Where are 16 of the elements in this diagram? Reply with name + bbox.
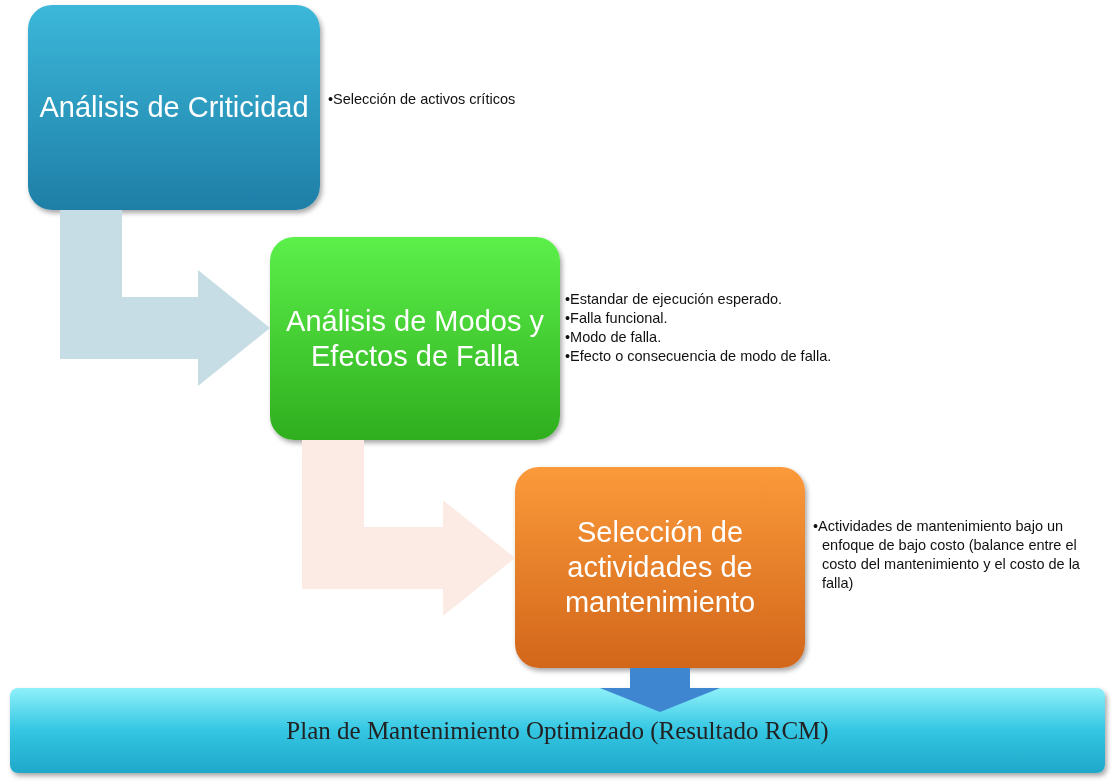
step-title: Análisis de Modos y Efectos de Falla — [285, 303, 545, 374]
process-box — [270, 237, 560, 440]
bullet-note: •Falla funcional. — [565, 308, 669, 328]
process-box — [28, 5, 320, 210]
bullet-note: •Efecto o consecuencia de modo de falla. — [565, 346, 833, 366]
bullet-note: •Actividades de mantenimiento bajo un enfoque de bajo costo (balance entre el costo del mantenimiento y el costo de la falla) — [813, 517, 1081, 593]
banner-title: Plan de Mantenimiento Optimizado (Resultado RCM) — [285, 715, 830, 746]
result-banner — [10, 688, 1105, 773]
step-title: Selección de actividades de mantenimiento — [563, 515, 757, 620]
bullet-note: •Estandar de ejecución esperado. — [565, 290, 784, 309]
bullet-note: •Modo de falla. — [565, 327, 663, 347]
bent-arrow — [302, 440, 515, 616]
step-title: Análisis de Criticidad — [38, 90, 310, 125]
process-box — [515, 467, 805, 668]
bent-arrow — [60, 210, 270, 386]
bullet-note: •Selección de activos críticos — [328, 90, 517, 109]
